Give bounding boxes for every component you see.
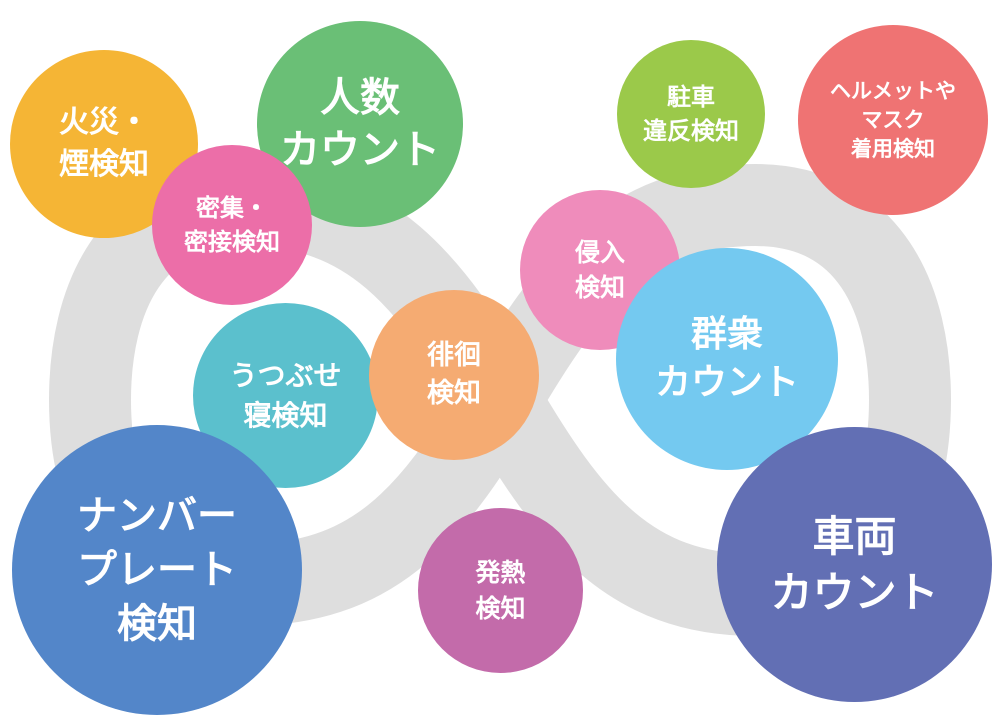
crowd-count-bubble: 群衆 カウント	[616, 248, 838, 470]
helmet-line-3: 着用検知	[851, 136, 935, 161]
fever-line-2: 検知	[475, 593, 526, 623]
people-line-1: 人数	[320, 75, 400, 121]
intrusion-line-2: 検知	[574, 273, 625, 302]
license-plate-detection-bubble: ナンバー プレート 検知	[12, 425, 302, 715]
intrusion-line-1: 侵入	[574, 238, 625, 267]
vehicle-line-2: カウント	[770, 567, 939, 617]
plate-line-2: プレート	[77, 547, 237, 593]
vehicle-line-1: 車両	[812, 511, 897, 561]
crowding-contact-detection-bubble: 密集・ 密接検知	[152, 145, 312, 305]
people-count-bubble: 人数 カウント	[257, 21, 463, 227]
fever-line-1: 発熱	[475, 557, 526, 587]
helmet-line-2: マスク	[861, 107, 925, 132]
dense-line-1: 密集・	[196, 194, 268, 222]
helmet-mask-detection-bubble: ヘルメットや マスク 着用検知	[798, 25, 988, 215]
parking-line-1: 駐車	[667, 83, 715, 111]
loiter-line-2: 検知	[427, 378, 481, 409]
loiter-line-1: 徘徊	[427, 340, 481, 371]
loitering-detection-bubble: 徘徊 検知	[369, 290, 539, 460]
fire-line-1: 火災・	[59, 105, 149, 140]
helmet-line-1: ヘルメットや	[830, 78, 956, 103]
prone-line-2: 寝検知	[243, 398, 328, 432]
vehicle-count-bubble: 車両 カウント	[717, 427, 992, 702]
dense-line-2: 密接検知	[184, 228, 280, 256]
parking-line-2: 違反検知	[643, 117, 739, 145]
crowd-line-2: カウント	[654, 362, 799, 403]
plate-line-3: 検知	[117, 601, 197, 647]
fire-line-2: 煙検知	[59, 147, 149, 182]
plate-line-1: ナンバー	[77, 493, 237, 539]
prone-line-1: うつぶせ	[229, 358, 342, 392]
parking-violation-bubble: 駐車 違反検知	[617, 40, 765, 188]
crowd-line-1: 群衆	[690, 314, 763, 355]
people-line-2: カウント	[280, 127, 440, 173]
fever-detection-bubble: 発熱 検知	[418, 508, 583, 673]
